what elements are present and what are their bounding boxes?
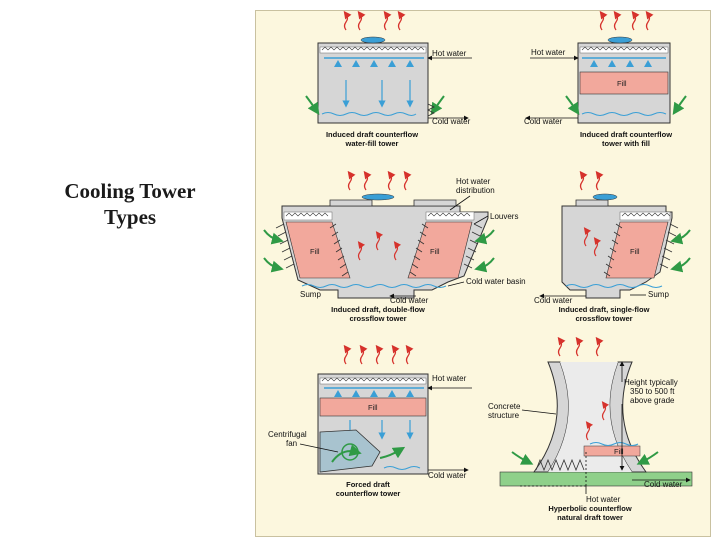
- tower1-caption-line2: water-fill tower: [345, 139, 399, 148]
- tower4-sump-label: Sump: [648, 290, 669, 299]
- tower4-single-flow-crossflow: Fill Sump Cold water Induced draft, sing…: [534, 170, 691, 323]
- tower6-cold-water-label: Cold water: [644, 480, 683, 489]
- tower3-fill-right-label: Fill: [430, 247, 440, 256]
- tower6-hyperbolic: Fill Hot water Cold water Concrete struc…: [488, 336, 693, 522]
- tower6-hot-water-label: Hot water: [586, 495, 621, 504]
- tower4-caption-line1: Induced draft, single-flow: [559, 305, 650, 314]
- tower2-caption-line1: Induced draft counterflow: [580, 130, 672, 139]
- tower6-caption-line2: natural draft tower: [557, 513, 623, 522]
- tower6-height-note-line3: above grade: [630, 396, 675, 405]
- tower5-forced-draft: Fill Hot water Cold water Centrifugal fa…: [268, 344, 472, 498]
- tower1-water-fill: Hot water Cold water Induced draft count…: [305, 10, 472, 148]
- tower5-caption-line1: Forced draft: [346, 480, 390, 489]
- tower3-hot-water-distribution-line1: Hot water: [456, 177, 491, 186]
- tower2-fill-label: Fill: [617, 79, 627, 88]
- tower6-height-note-line2: 350 to 500 ft: [630, 387, 675, 396]
- tower6-fill-label: Fill: [614, 447, 624, 456]
- tower3-cold-water-basin-label: Cold water basin: [466, 277, 526, 286]
- tower2-hot-water-label: Hot water: [531, 48, 566, 57]
- tower5-caption-line2: counterflow tower: [336, 489, 401, 498]
- tower6-concrete-structure-line2: structure: [488, 411, 520, 420]
- tower3-cold-water-label: Cold water: [390, 296, 429, 305]
- tower3-louvers-label: Louvers: [490, 212, 518, 221]
- tower6-concrete-structure-line1: Concrete: [488, 402, 521, 411]
- tower4-fill-label: Fill: [630, 247, 640, 256]
- tower3-sump-label: Sump: [300, 290, 321, 299]
- tower6-caption-line1: Hyperbolic counterflow: [548, 504, 632, 513]
- tower2-cold-water-label: Cold water: [524, 117, 563, 126]
- tower5-centrifugal-fan-line1: Centrifugal: [268, 430, 307, 439]
- tower6-height-note-line1: Height typically: [624, 378, 678, 387]
- tower2-with-fill: Fill Hot water Cold water Induced draft …: [524, 10, 687, 148]
- slide-title-line1: Cooling Tower: [64, 179, 196, 203]
- tower3-caption-line2: crossflow tower: [349, 314, 406, 323]
- tower4-cold-water-label: Cold water: [534, 296, 573, 305]
- tower3-caption-line1: Induced draft, double-flow: [331, 305, 425, 314]
- tower3-fill-left-label: Fill: [310, 247, 320, 256]
- tower5-cold-water-label: Cold water: [428, 471, 467, 480]
- tower3-hot-water-distribution-line2: distribution: [456, 186, 495, 195]
- tower2-caption-line2: tower with fill: [602, 139, 650, 148]
- tower5-fill-label: Fill: [368, 403, 378, 412]
- tower1-caption-line1: Induced draft counterflow: [326, 130, 418, 139]
- tower5-centrifugal-fan-line2: fan: [286, 439, 297, 448]
- slide-title-line2: Types: [103, 205, 157, 229]
- tower1-hot-water-label: Hot water: [432, 49, 467, 58]
- tower1-cold-water-label: Cold water: [432, 117, 471, 126]
- tower3-double-flow-crossflow: Fill Fill Hot water distribution Louvers…: [263, 170, 526, 323]
- slide-title: Cooling Tower Types: [40, 178, 220, 230]
- tower4-caption-line2: crossflow tower: [575, 314, 632, 323]
- tower5-hot-water-label: Hot water: [432, 374, 467, 383]
